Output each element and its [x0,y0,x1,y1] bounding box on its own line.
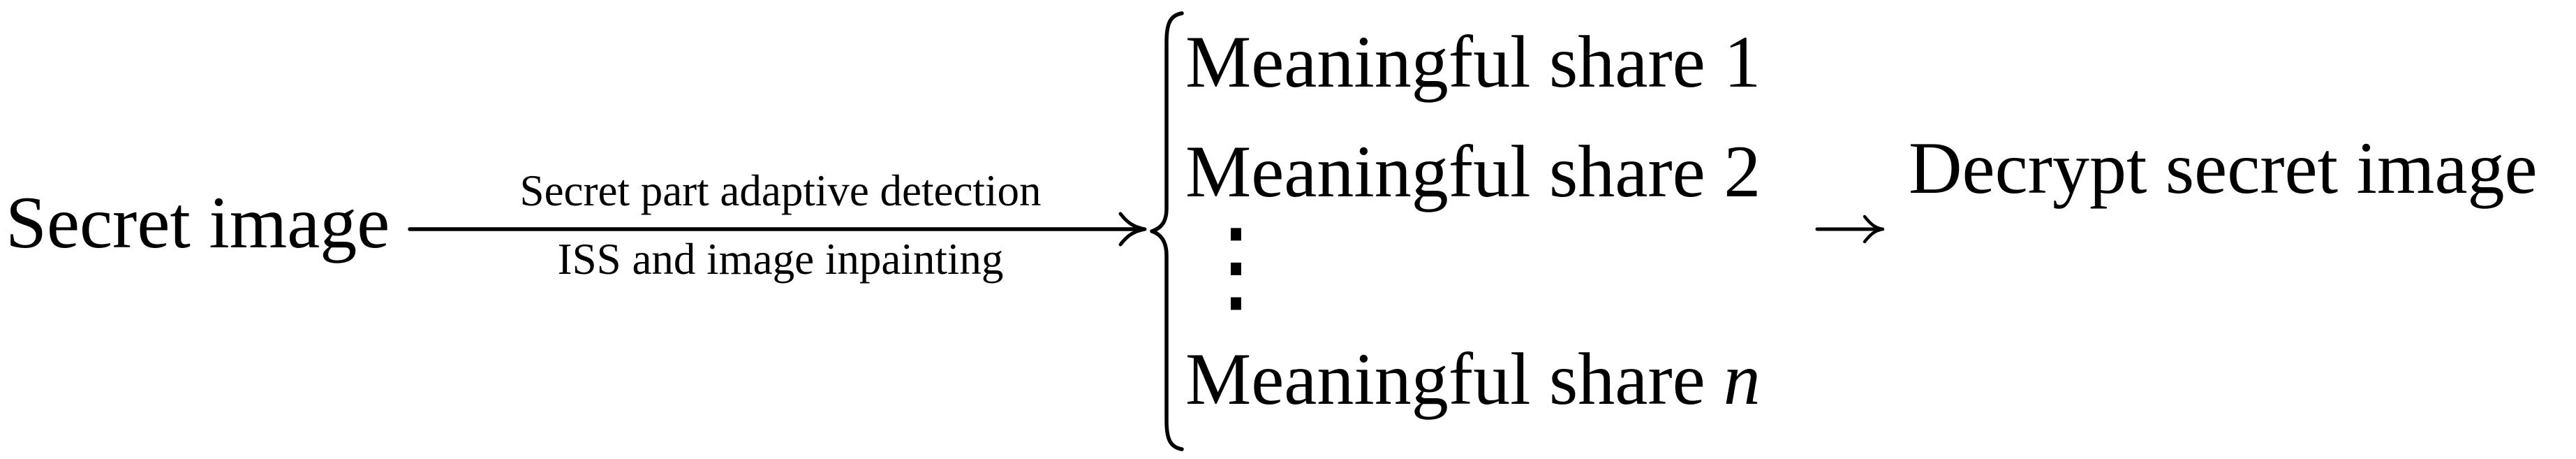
meaningful-share-n-prefix: Meaningful share [1185,338,1705,420]
vertical-ellipsis-icon: ⋮ [1185,207,1287,325]
share-count-variable: n [1723,338,1761,420]
result-arrow-icon [1815,214,1885,244]
process-arrow-label-below: ISS and image inpainting [557,235,1004,284]
meaningful-share-item-2: Meaningful share 2 [1185,131,1761,212]
decrypt-secret-image-label: Decrypt secret image [1909,127,2538,209]
left-brace-icon [1150,11,1184,451]
secret-image-label: Secret image [6,182,390,263]
meaningful-share-item-1: Meaningful share 1 [1185,21,1761,103]
process-arrow-icon [408,212,1147,247]
process-arrow-label-above: Secret part adaptive detection [519,166,1042,215]
